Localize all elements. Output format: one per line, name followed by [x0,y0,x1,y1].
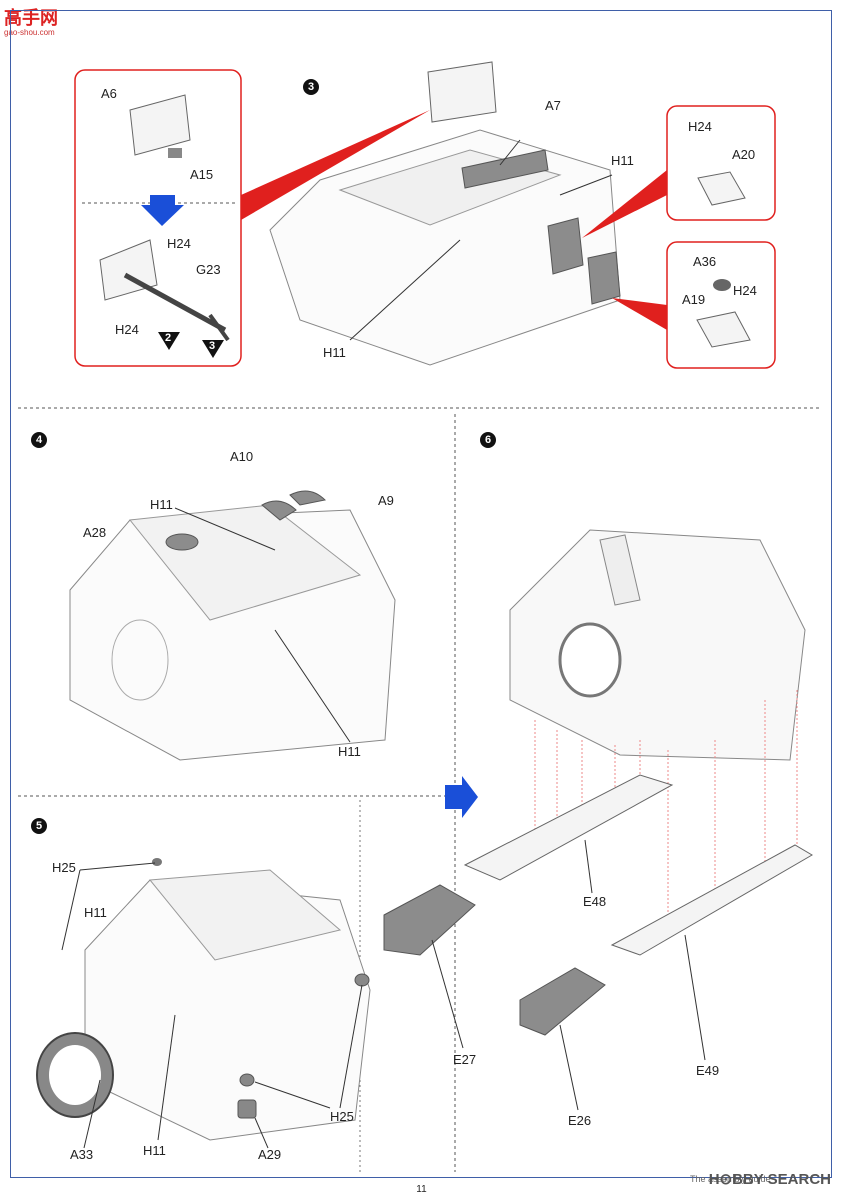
step-marker-3: 3 [303,79,319,95]
label-a33: A33 [70,1147,94,1162]
part-a36 [713,279,731,291]
label-e26: E26 [568,1113,592,1128]
part-e26 [519,967,606,1036]
callout-wedge-left [241,110,430,220]
detail-box-a20 [666,105,776,221]
part-h25-top [152,858,162,866]
page-frame [10,10,832,1178]
label-e48: E48 [583,894,607,909]
label-a36: A36 [693,254,717,269]
site-logo-text: 高手网 [4,8,58,28]
part-a6-assembled [99,239,158,301]
label-g23: G23 [196,262,221,277]
label-h11-s5a: H11 [84,905,107,920]
ref-triangle-2 [158,332,180,350]
label-a9: A9 [378,493,394,508]
part-e27 [383,884,476,956]
part-e48 [463,774,674,881]
part-a9 [289,490,327,506]
label-h24b: H24 [115,322,139,337]
part-hatch-1 [547,217,584,275]
ref-triangle-2-label: 2 [165,332,172,344]
part-a10 [261,500,297,521]
label-h24c: H24 [688,119,712,134]
label-e49: E49 [696,1063,720,1078]
page-number: 11 [416,1184,427,1195]
label-a6: A6 [101,86,117,101]
leader-h11-top [559,174,613,196]
label-a20: A20 [732,147,756,162]
watermark-brand: H⊙BBY SEARCH [708,1171,831,1188]
step-marker-4: 4 [31,432,47,448]
label-h11-top: H11 [611,153,634,168]
hull-step6 [509,529,806,761]
arrow-right-blue-icon [445,776,478,818]
site-logo-sub: gao-shou.com [4,28,55,37]
site-logo[interactable]: 高手网 gao-shou.com [4,4,58,37]
label-h24a: H24 [167,236,191,251]
part-a28 [165,533,199,551]
part-mg-mount [427,61,497,123]
part-h25-low [239,1073,255,1087]
label-h25b: H25 [330,1109,354,1124]
step-marker-5: 5 [31,818,47,834]
part-h25-right [354,973,370,987]
callout-wedge-right-1 [582,170,667,238]
leader-a7 [499,139,521,166]
label-h25a: H25 [52,860,76,875]
label-e27: E27 [453,1052,477,1067]
callout-wedge-right-2 [612,298,667,330]
ref-triangle-3 [202,340,224,358]
ref-triangle-3-label: 3 [209,340,216,352]
label-a10: A10 [230,449,254,464]
label-h11-s4b: H11 [338,744,361,759]
part-g23-mg [123,272,227,333]
part-e49 [610,844,813,956]
label-h24d: H24 [733,283,757,298]
label-a29: A29 [258,1147,282,1162]
leader-h11-s4b [274,629,351,743]
part-a20 [697,171,746,206]
arrow-down-blue-icon [141,195,184,226]
leader-h11-left [349,239,461,341]
label-h11-left: H11 [323,345,346,360]
part-a7 [461,149,549,189]
step-marker-6: 6 [480,432,496,448]
label-a7: A7 [545,98,561,113]
label-a28: A28 [83,525,107,540]
part-a15 [168,148,182,158]
label-h11-s4: H11 [150,497,173,512]
leader-h11-s4 [174,507,276,551]
part-a29 [237,1099,257,1119]
part-a19 [696,311,751,348]
label-a15: A15 [190,167,214,182]
label-h11-s5b: H11 [143,1143,166,1158]
watermark-credit: The assembly guide [690,1174,771,1184]
part-a6 [129,94,191,156]
part-hatch-2 [587,251,621,305]
label-a19: A19 [682,292,706,307]
